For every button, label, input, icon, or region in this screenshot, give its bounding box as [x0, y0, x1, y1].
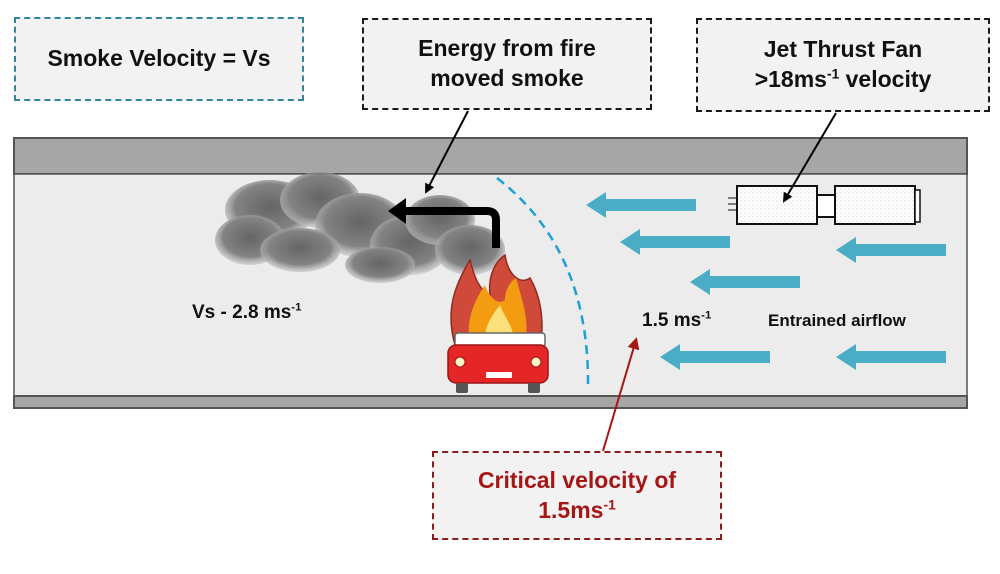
fan-leader-line	[782, 112, 837, 203]
jet-fan-icon	[728, 185, 921, 225]
airflow-arrow	[660, 344, 770, 370]
smoke-cloud-icon	[215, 172, 505, 283]
critical-velocity-exponent: -1	[603, 496, 616, 512]
smoke-velocity-label: Vs - 2.8 ms-1	[192, 302, 301, 324]
entrained-airflow-label: Entrained airflow	[768, 311, 906, 330]
critical-line-1: Critical velocity of	[477, 466, 677, 493]
critical-velocity-value: 1.5ms	[538, 496, 604, 523]
tunnel-floor	[13, 395, 968, 409]
energy-line-2: moved smoke	[430, 65, 584, 91]
smoke-direction-arrow	[404, 207, 500, 248]
fan-velocity-suffix: velocity	[839, 66, 932, 92]
energy-leader-line	[425, 110, 469, 194]
airflow-velocity-label: 1.5 ms-1	[642, 310, 711, 332]
airflow-arrow	[690, 269, 800, 295]
burning-car-icon	[447, 253, 549, 393]
critical-line-2: 1.5ms-1	[538, 496, 616, 526]
tunnel-ceiling	[13, 137, 968, 175]
airflow-arrow	[836, 344, 946, 370]
critical-leader-line	[602, 337, 640, 452]
smoke-direction-arrowhead	[388, 198, 406, 224]
critical-velocity-callout: Critical velocity of 1.5ms-1	[432, 451, 722, 540]
fan-line-2: >18ms-1 velocity	[755, 65, 932, 95]
energy-line-1: Energy from fire	[418, 35, 596, 62]
fan-velocity-value: >18ms	[754, 66, 827, 92]
smoke-front-boundary	[496, 177, 590, 389]
smoke-velocity-callout: Smoke Velocity = Vs	[14, 17, 304, 101]
smoke-velocity-text: Smoke Velocity = Vs	[47, 45, 271, 72]
jet-fan-callout: Jet Thrust Fan >18ms-1 velocity	[696, 18, 990, 112]
fan-line-1: Jet Thrust Fan	[763, 36, 923, 63]
smoke-velocity-label-value: Vs - 2.8 ms	[192, 302, 292, 323]
airflow-arrow	[620, 229, 730, 255]
airflow-arrow	[586, 192, 696, 218]
energy-callout: Energy from fire moved smoke	[362, 18, 652, 110]
airflow-arrow	[836, 237, 946, 263]
airflow-velocity-exponent: -1	[701, 309, 712, 322]
fan-velocity-exponent: -1	[826, 66, 840, 82]
airflow-arrows	[586, 192, 946, 370]
airflow-velocity-value: 1.5 ms	[642, 310, 702, 331]
smoke-velocity-label-exponent: -1	[291, 301, 302, 314]
